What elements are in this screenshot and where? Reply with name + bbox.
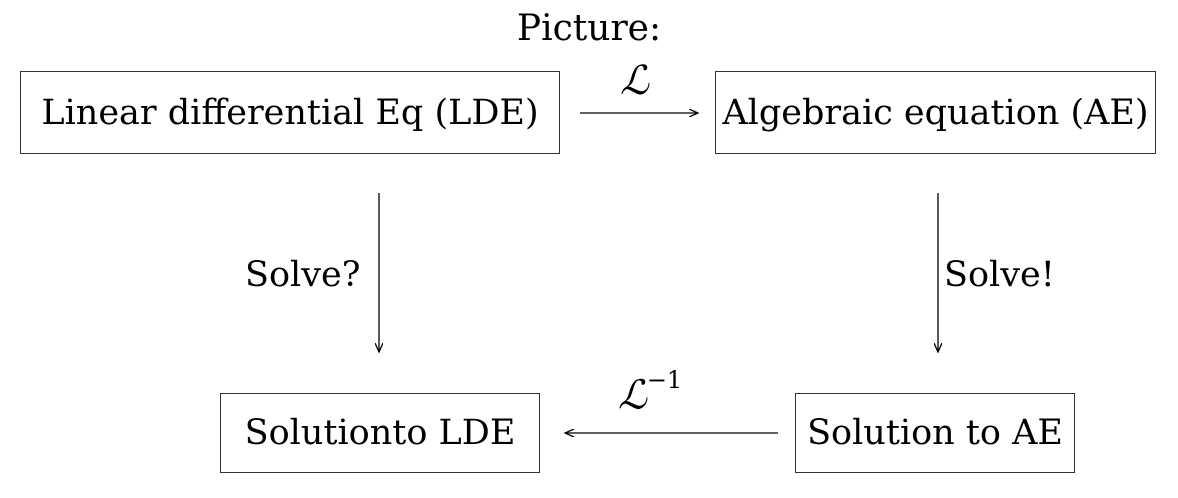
node-sol-ae-label: Solution to AE	[807, 413, 1063, 453]
node-algebraic-equation: Algebraic equation (AE)	[715, 71, 1156, 154]
node-sol-lde-label: Solutionto LDE	[244, 413, 516, 453]
solve-question-label: Solve?	[245, 255, 361, 295]
node-ae-label: Algebraic equation (AE)	[722, 92, 1149, 133]
node-linear-differential-equation: Linear differential Eq (LDE)	[20, 71, 560, 154]
node-lde-label: Linear differential Eq (LDE)	[41, 92, 539, 133]
node-solution-to-ae: Solution to AE	[795, 393, 1075, 473]
solve-exclaim-label: Solve!	[944, 255, 1055, 295]
diagram-title: Picture:	[516, 8, 662, 49]
node-solution-to-lde: Solutionto LDE	[220, 393, 540, 473]
inverse-laplace-label: ℒ−1	[618, 366, 683, 419]
inverse-exponent: −1	[646, 366, 683, 394]
laplace-transform-label: ℒ	[620, 58, 649, 104]
